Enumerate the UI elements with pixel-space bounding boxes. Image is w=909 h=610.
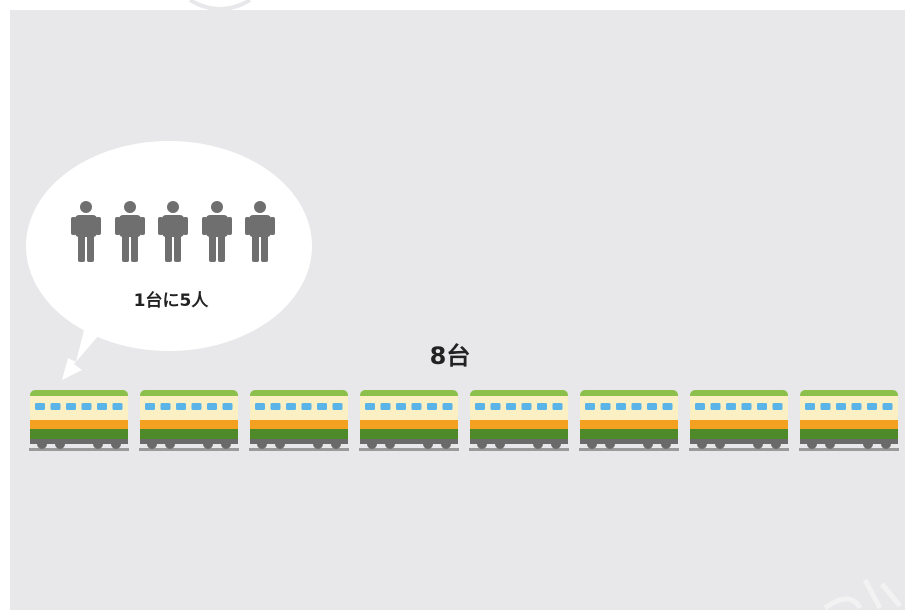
train-car-icon — [689, 390, 789, 451]
person-icon — [114, 201, 145, 262]
person-icon — [158, 201, 188, 262]
train-row — [28, 390, 900, 452]
per-car-label: 1台に5人 — [133, 291, 209, 311]
train-car-icon — [799, 390, 899, 451]
train-car-icon — [469, 390, 569, 451]
person-icon — [71, 201, 101, 262]
people-group — [70, 200, 276, 264]
bubble-arrow — [62, 322, 100, 380]
car-count-label: 8台 — [429, 342, 471, 370]
person-icon — [245, 201, 275, 262]
train-car-icon — [359, 390, 459, 451]
person-icon — [201, 201, 232, 262]
train-car-icon — [579, 390, 679, 451]
train-car-icon — [139, 390, 239, 451]
train-car-icon — [249, 390, 349, 451]
train-car-icon — [29, 390, 129, 451]
